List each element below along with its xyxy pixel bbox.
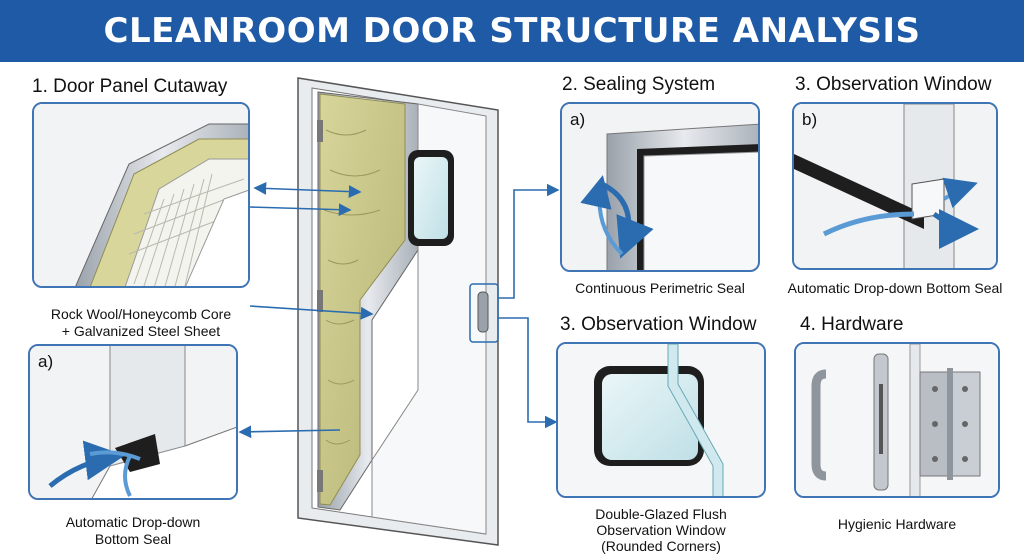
panel-bottom-seal-left: a) [28,344,238,500]
heading-hardware: 4. Hardware [800,314,904,335]
connector-arrows [238,182,560,439]
caption-drop-down-seal: Automatic Drop-down Bottom Seal [787,280,1003,296]
page-title: CLEANROOM DOOR STRUCTURE ANALYSIS [103,11,921,51]
panel-observation-window [556,342,766,498]
heading-observation-window-top: 3. Observation Window [795,74,992,95]
panel-sealing-system: a) [560,102,760,272]
heading-observation-window: 3. Observation Window [560,314,757,335]
hardware-illustration [796,344,998,496]
tag-b-drop-seal: b) [802,110,818,129]
heading-sealing-system: 2. Sealing System [562,74,716,95]
door-observation-window [408,150,454,246]
caption-core-line-2: + Galvanized Steel Sheet [61,323,221,339]
caption-window-line-2: Observation Window [596,522,726,538]
panel-hardware [794,342,1000,498]
caption-bottom-seal-line-2: Bottom Seal [94,531,172,547]
caption-window-line-1: Double-Glazed Flush [595,506,727,522]
tag-a-sealing: a) [570,110,586,129]
panel-drop-down-seal: b) [792,102,998,270]
heading-door-panel-cutaway: 1. Door Panel Cutaway [32,76,228,97]
caption-window-line-3: (Rounded Corners) [601,538,721,554]
panel-door-cutaway [32,102,250,288]
observation-window-illustration [558,344,764,496]
door-hinges [317,120,323,492]
drop-down-seal-illustration [794,104,996,268]
door-handle [469,283,499,343]
cutaway-illustration [34,104,248,286]
caption-perimetric-seal: Continuous Perimetric Seal [575,280,745,296]
door-face [371,103,487,535]
caption-core-line-1: Rock Wool/Honeycomb Core [50,306,232,322]
caption-hygienic-hardware: Hygienic Hardware [837,516,957,532]
title-banner: CLEANROOM DOOR STRUCTURE ANALYSIS [0,0,1024,62]
perimetric-seal-illustration [562,104,758,270]
tag-a-left: a) [38,352,54,371]
caption-bottom-seal-line-1: Automatic Drop-down [65,514,201,530]
bottom-seal-illustration [30,346,236,498]
